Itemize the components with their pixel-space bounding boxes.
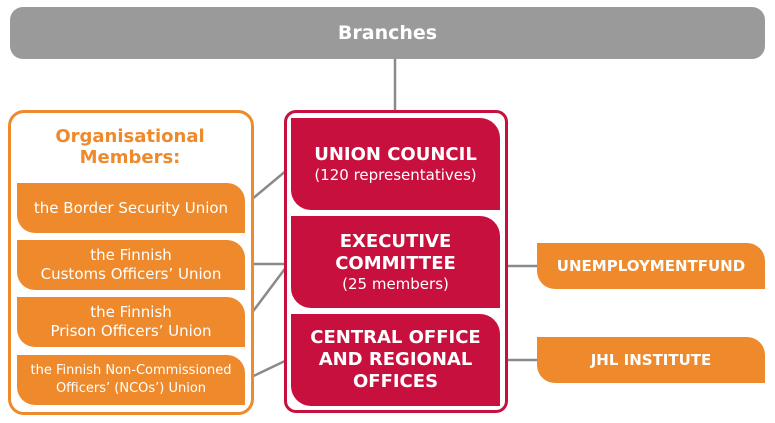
org-members-title: Organisational Members:	[55, 126, 205, 168]
central-office-box: CENTRAL OFFICE AND REGIONAL OFFICES	[291, 314, 500, 406]
jhl-institute-box: JHL INSTITUTE	[537, 337, 765, 383]
union-council-subtitle: (120 representatives)	[314, 165, 477, 184]
union-council-title: UNION COUNCIL	[314, 143, 477, 165]
executive-committee-box: EXECUTIVE COMMITTEE (25 members)	[291, 216, 500, 308]
branches-label: Branches	[337, 22, 438, 44]
org-item-border-security-union: the Border Security Union	[17, 183, 245, 233]
executive-committee-subtitle: (25 members)	[342, 274, 449, 293]
org-item-prison-officers-union: the Finnish Prison Officers’ Union	[17, 297, 245, 347]
unemployment-fund-box: UNEMPLOYMENTFUND	[537, 243, 765, 289]
org-item-nco-union: the Finnish Non-Commissioned Officers’ (…	[17, 355, 245, 405]
branches-box: Branches	[10, 7, 765, 59]
union-council-box: UNION COUNCIL (120 representatives)	[291, 118, 500, 210]
org-item-customs-officers-union: the Finnish Customs Officers’ Union	[17, 240, 245, 290]
